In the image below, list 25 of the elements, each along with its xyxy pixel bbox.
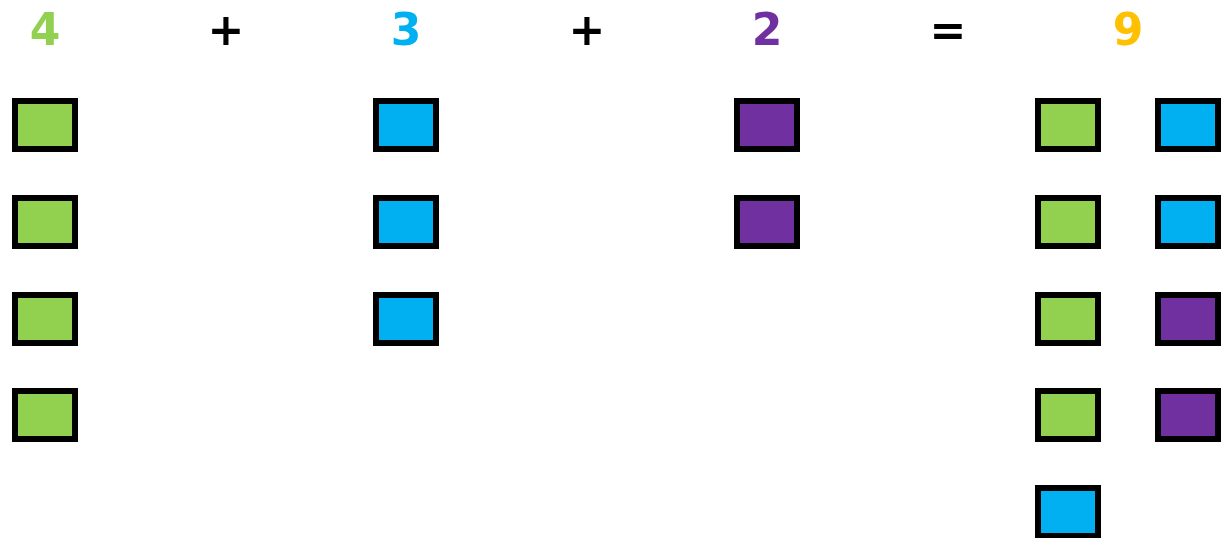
number-label: 4: [28, 4, 62, 56]
counting-block: [1035, 195, 1101, 249]
counting-block: [1155, 292, 1221, 346]
counting-block: [1035, 98, 1101, 152]
counting-block: [1155, 98, 1221, 152]
counting-block: [1035, 292, 1101, 346]
counting-block: [1035, 388, 1101, 442]
number-label: 2: [750, 4, 784, 56]
operator-sign: +: [567, 4, 607, 56]
operator-sign: +: [206, 4, 246, 56]
counting-block: [734, 98, 800, 152]
number-label: 9: [1111, 4, 1145, 56]
counting-block: [373, 195, 439, 249]
counting-block: [373, 292, 439, 346]
counting-block: [1155, 388, 1221, 442]
counting-block: [1035, 485, 1101, 538]
counting-block: [12, 292, 78, 346]
counting-block: [12, 388, 78, 442]
number-label: 3: [389, 4, 423, 56]
counting-block: [373, 98, 439, 152]
operator-sign: =: [928, 4, 968, 56]
counting-block: [12, 98, 78, 152]
counting-block: [12, 195, 78, 249]
counting-block: [1155, 195, 1221, 249]
counting-block: [734, 195, 800, 249]
